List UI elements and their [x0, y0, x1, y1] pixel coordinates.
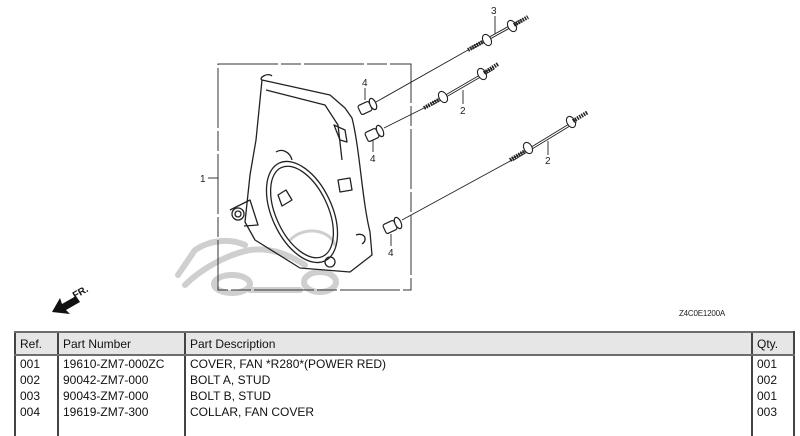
callout-bolt-a-upper: 2 — [460, 106, 466, 117]
stud-bolt-a-upper — [423, 62, 500, 110]
header-qty: Qty. — [751, 331, 795, 356]
table-row-empty — [14, 420, 795, 436]
front-direction-arrow-icon: FR. — [52, 284, 91, 314]
cell-ref: 003 — [14, 388, 58, 404]
cell-description: COVER, FAN *R280*(POWER RED) — [184, 355, 752, 372]
header-part-number: Part Number — [57, 331, 185, 356]
cell-part-number[interactable]: 19610-ZM7-000ZC — [57, 355, 185, 372]
cell-qty: 001 — [751, 388, 795, 404]
table-header-row: Ref. Part Number Part Description Qty. — [14, 331, 795, 356]
cell-empty — [14, 420, 58, 436]
collar-part-upper — [357, 97, 378, 116]
stud-bolt-a-lower — [508, 110, 590, 162]
cell-part-number[interactable]: 19619-ZM7-300 — [57, 404, 185, 420]
cell-qty: 003 — [751, 404, 795, 420]
callout-collar-lower: 4 — [388, 248, 394, 259]
stud-bolt-b — [467, 15, 529, 52]
cell-empty — [184, 420, 752, 436]
front-label: FR. — [71, 284, 91, 302]
header-description: Part Description — [184, 331, 752, 356]
cell-empty — [57, 420, 185, 436]
parts-table: Ref. Part Number Part Description Qty. 0… — [14, 331, 795, 436]
table-row[interactable]: 002 90042-ZM7-000 BOLT A, STUD 002 — [14, 372, 795, 388]
cell-description: BOLT A, STUD — [184, 372, 752, 388]
cover-bounding-box — [217, 63, 412, 291]
exploded-parts-diagram: 1 3 2 2 4 4 4 FR. — [52, 6, 590, 314]
cell-description: COLLAR, FAN COVER — [184, 404, 752, 420]
table-row[interactable]: 001 19610-ZM7-000ZC COVER, FAN *R280*(PO… — [14, 355, 795, 372]
cell-description: BOLT B, STUD — [184, 388, 752, 404]
table-row[interactable]: 003 90043-ZM7-000 BOLT B, STUD 001 — [14, 388, 795, 404]
callout-bolt-a-lower: 2 — [545, 156, 551, 167]
callout-leaders — [208, 16, 549, 246]
callout-bolt-b: 3 — [491, 6, 497, 17]
cell-part-number[interactable]: 90042-ZM7-000 — [57, 372, 185, 388]
cell-ref: 002 — [14, 372, 58, 388]
fan-cover-part — [229, 74, 373, 273]
collar-part-lower — [382, 216, 403, 235]
table-row[interactable]: 004 19619-ZM7-300 COLLAR, FAN COVER 003 — [14, 404, 795, 420]
cell-qty: 002 — [751, 372, 795, 388]
callout-cover: 1 — [200, 174, 206, 185]
cell-ref: 001 — [14, 355, 58, 372]
callout-collar-upper: 4 — [362, 78, 368, 89]
cell-qty: 001 — [751, 355, 795, 372]
cell-ref: 004 — [14, 404, 58, 420]
header-ref: Ref. — [14, 331, 58, 356]
collar-part-middle — [364, 124, 385, 143]
diagram-code: Z4C0E1200A — [679, 309, 726, 318]
cell-part-number[interactable]: 90043-ZM7-000 — [57, 388, 185, 404]
cell-empty — [751, 420, 795, 436]
callout-collar-middle: 4 — [370, 154, 376, 165]
assembly-lines — [375, 49, 513, 221]
